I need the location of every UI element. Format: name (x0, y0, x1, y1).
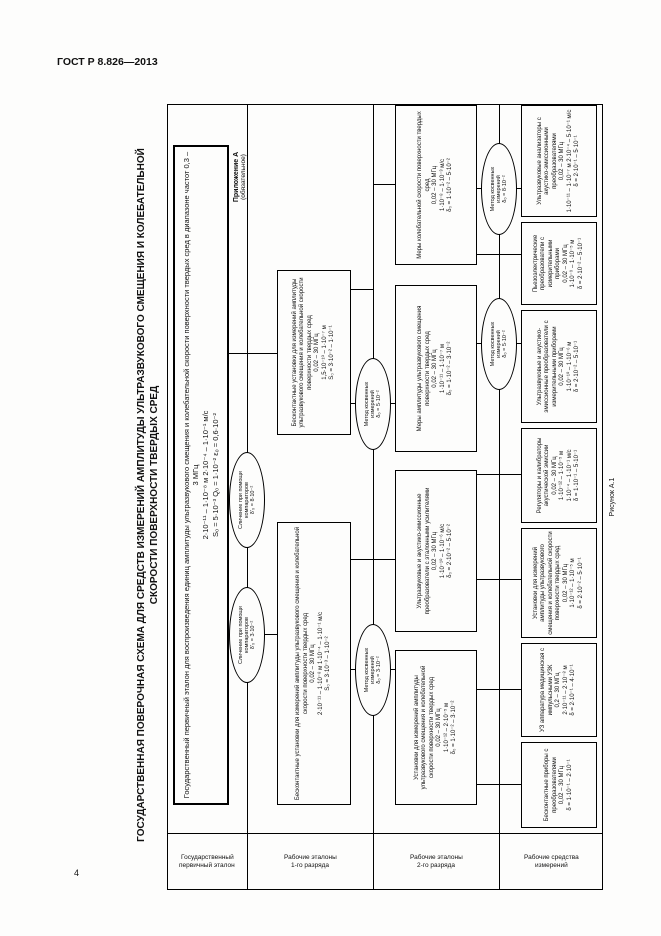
working-standard-1-box: Бесконтактные установки для измерений ам… (277, 522, 351, 805)
connector-line (351, 289, 373, 290)
working-standard-2-box: Меры амплитуды ультразвукового смещения … (395, 285, 477, 452)
working-instrument-box: Ультразвуковые анализаторы с акустико-эм… (521, 105, 597, 217)
appendix-label: Приложение А (233, 151, 240, 203)
method-oval: Метод косвенных измерений δ₀ = 5·10⁻² (481, 298, 517, 390)
comparison-oval: Сличение при помощи компараторов δ'₀ = 3… (229, 587, 265, 683)
sidebar-band-label: Рабочие эталоны 2-го разряда (409, 853, 463, 869)
working-instrument-box: Пьезоэлектрические преобразователи с изм… (521, 222, 597, 305)
document-header: ГОСТ Р 8.826—2013 (57, 56, 158, 68)
page-number: 4 (74, 868, 80, 878)
working-instrument-box: Бесконтактные приборы с преобразователям… (521, 742, 597, 828)
working-instrument-box: УЗ аппаратура медицинская с импульсными … (521, 643, 597, 737)
rotated-figure: ГОСУДАРСТВЕННАЯ ПОВЕРОЧНАЯ СХЕМА ДЛЯ СРЕ… (133, 100, 625, 890)
sidebar-band-working-standards-2: Рабочие эталоны 2-го разряда (373, 834, 499, 890)
working-standard-1-box: Бесконтактные установки для измерений ам… (277, 270, 351, 435)
method-oval: Метод косвенных измерений δ₀ = 5·10⁻² (355, 358, 391, 450)
method-oval: Метод косвенных измерений δ₀ = 3·10⁻² (355, 624, 391, 716)
working-standard-2-box: Установки для измерений амплитуды ультра… (395, 650, 477, 805)
connector-line (229, 353, 277, 354)
working-standard-2-box: Ультразвуковые и акустико-эмиссионные пр… (395, 470, 477, 632)
connector-line (477, 254, 521, 255)
working-instrument-box: Ультразвуковые и акустико-эмиссионные пр… (521, 310, 597, 423)
sidebar-band-primary: Государственный первичный эталон (167, 834, 247, 890)
sidebar-band-label: Рабочие эталоны 1-го разряда (283, 853, 337, 869)
working-instrument-box: Регуляторы и калибраторы акустической эм… (521, 428, 597, 523)
connector-line (477, 579, 521, 580)
connector-line (477, 784, 521, 785)
connector-line (373, 184, 395, 185)
figure-caption: Рисунок А.1 (609, 477, 616, 517)
appendix-header: Приложение А (обязательное) (233, 124, 247, 230)
connector-line (477, 474, 521, 475)
connector-line (477, 689, 521, 690)
working-instrument-box: Установки для измерений амплитуды ультра… (521, 528, 597, 638)
sidebar-band-working-standards-1: Рабочие эталоны 1-го разряда (247, 834, 373, 890)
working-standard-2-box: Меры колебательной скорости поверхности … (395, 105, 477, 265)
comparison-oval: Сличение при помощи компараторов δ'₀ = 8… (229, 452, 265, 548)
connector-line (351, 559, 395, 560)
sidebar-band-label: Рабочие средства измерений (523, 853, 579, 869)
sidebar-band-working-instruments: Рабочие средства измерений (499, 834, 603, 890)
primary-standard-box: Государственный первичный эталон для вос… (173, 145, 229, 805)
sidebar-band-label: Государственный первичный эталон (179, 853, 235, 869)
method-oval: Метод косвенных измерений δ₀ = 8·10⁻² (481, 143, 517, 235)
scheme-title: ГОСУДАРСТВЕННАЯ ПОВЕРОЧНАЯ СХЕМА ДЛЯ СРЕ… (136, 148, 160, 842)
connector-line (373, 185, 374, 290)
appendix-note: (обязательное) (240, 154, 247, 200)
